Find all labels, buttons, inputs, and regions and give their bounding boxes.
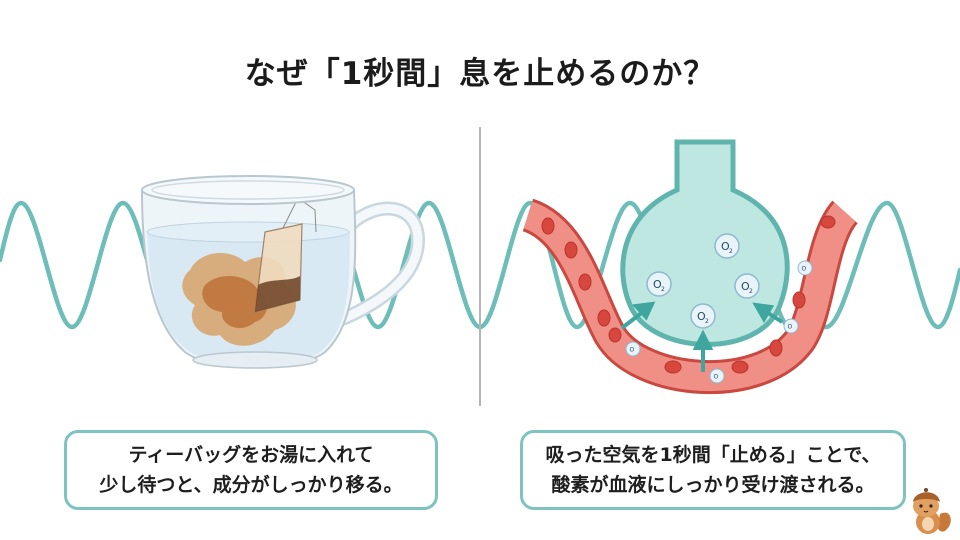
caption-box-tea: ティーバッグをお湯に入れて 少し待つと、成分がしっかり移る。 (64, 430, 438, 510)
caption-box-oxygen: 吸った空気を1秒間「止める」ことで、 酸素が血液にしっかり受け渡される。 (520, 430, 906, 510)
svg-text:O: O (721, 240, 730, 253)
squirrel-mascot-icon (913, 488, 951, 534)
svg-text:O: O (802, 266, 807, 273)
svg-text:2: 2 (749, 288, 753, 295)
caption-line: 吸った空気を1秒間「止める」ことで、 (545, 444, 881, 466)
svg-text:O: O (788, 324, 793, 331)
svg-text:O: O (714, 374, 719, 381)
svg-text:2: 2 (661, 286, 665, 293)
svg-text:O: O (697, 310, 706, 323)
svg-text:O: O (741, 280, 750, 293)
svg-text:2: 2 (705, 318, 709, 325)
svg-text:2: 2 (729, 248, 733, 255)
teacup-illustration (140, 175, 426, 369)
svg-text:O: O (630, 347, 635, 354)
caption-line: ティーバッグをお湯に入れて (128, 444, 374, 466)
page-title: なぜ「1秒間」息を止めるのか？ (244, 56, 716, 92)
caption-line: 少し待つと、成分がしっかり移る。 (99, 474, 403, 496)
svg-text:O: O (653, 278, 662, 291)
caption-line: 酸素が血液にしっかり受け渡される。 (551, 474, 875, 496)
